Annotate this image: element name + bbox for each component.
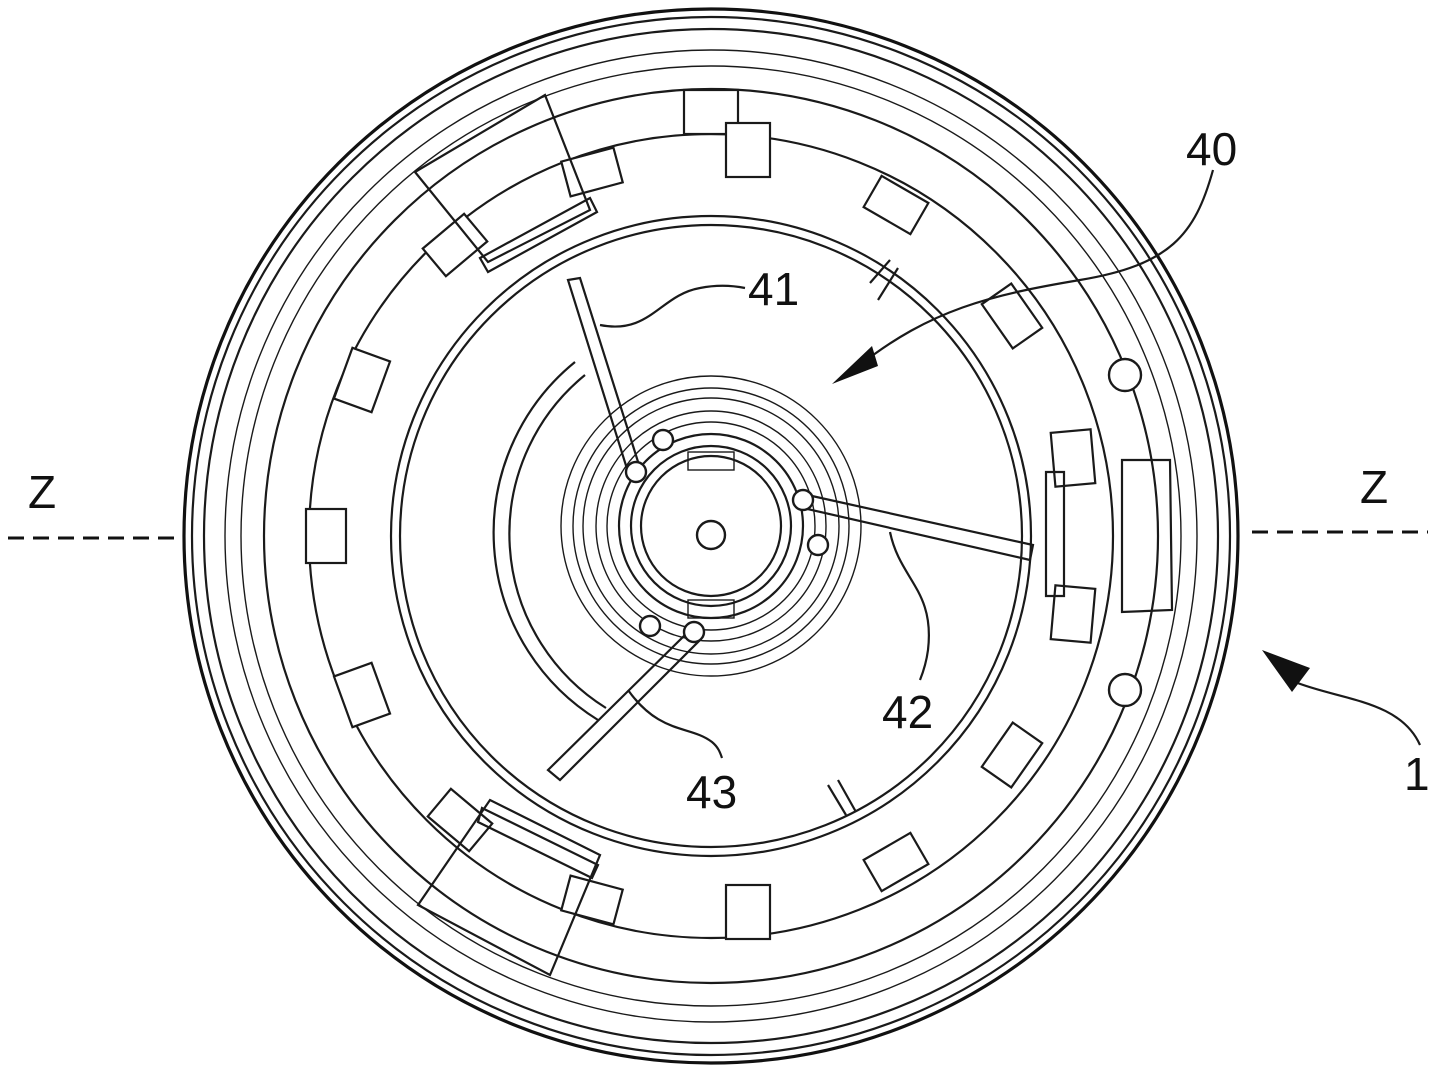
pole-slot [559, 874, 625, 926]
slit-bottom-2 [837, 779, 857, 813]
inner-ring-a [389, 214, 1033, 858]
arm-41-joint-2 [651, 428, 675, 452]
magnet-block-right [1120, 458, 1174, 614]
inner-arc-left [492, 361, 599, 721]
spoke-arms [546, 276, 1035, 782]
bracket-right [1044, 470, 1066, 598]
hub-notch-top [687, 451, 735, 471]
z-label-left: Z [28, 466, 56, 518]
arm-43-joint-2 [638, 614, 662, 638]
reference-numerals: 40 41 42 43 1 [686, 123, 1430, 818]
arm-43-joint [682, 620, 706, 644]
z-axis: Z Z [8, 461, 1428, 540]
magnet-block-top-left [413, 93, 592, 264]
label-41: 41 [748, 263, 799, 315]
inner-plate [389, 214, 1033, 858]
outer-housing [182, 7, 1240, 1065]
pole-slot [559, 146, 625, 198]
hub-ring-8 [639, 454, 783, 598]
pole-slot [862, 831, 930, 893]
magnet-block-bottom-left [416, 798, 602, 977]
slit-top-2 [877, 267, 899, 301]
mounting-hole [1107, 672, 1143, 708]
leader-40 [859, 169, 1215, 366]
label-1: 1 [1404, 748, 1430, 800]
pole-slot [980, 282, 1044, 350]
leader-lines [599, 169, 1422, 759]
leader-42 [888, 531, 930, 681]
hub-ring-5 [606, 421, 816, 631]
arm-41-joint [624, 460, 648, 484]
bracket-bottom [476, 806, 600, 880]
hub-ring-1 [560, 375, 862, 677]
label-42: 42 [882, 686, 933, 738]
hub-ring-2 [572, 387, 850, 665]
magnet-blocks [413, 93, 1174, 977]
pole-slots [304, 88, 1097, 941]
housing-ring-4 [224, 49, 1198, 1023]
pole-slot [724, 121, 772, 179]
arm-41 [566, 276, 642, 474]
pole-slot [1049, 584, 1097, 644]
arm-42-joint [791, 488, 815, 512]
arrowhead-40 [832, 346, 878, 384]
housing-ring-5 [240, 65, 1182, 1007]
leader-41 [599, 284, 746, 328]
pole-slot [980, 721, 1044, 789]
pole-slot [421, 212, 489, 278]
housing-ring-3 [202, 27, 1220, 1045]
label-40: 40 [1186, 123, 1237, 175]
leader-1 [1294, 680, 1422, 746]
center-bore [695, 519, 727, 551]
pole-slot [332, 346, 392, 414]
pole-slot [862, 174, 930, 236]
hub-ring-7 [629, 444, 793, 608]
label-43: 43 [686, 766, 737, 818]
hub-ring-4 [595, 410, 827, 642]
pole-slot [304, 507, 348, 565]
pole-slot [426, 787, 494, 853]
arrowhead-1 [1262, 650, 1310, 692]
inner-ring-b [398, 223, 1024, 849]
z-label-right: Z [1360, 461, 1388, 513]
housing-outer-ring [182, 7, 1240, 1065]
mounting-hole [1107, 357, 1143, 393]
arm-42-joint-2 [806, 533, 830, 557]
bracket-top [478, 196, 599, 274]
pole-slot [332, 661, 392, 729]
slit-bottom [827, 784, 847, 816]
hub-ring-3 [582, 397, 840, 655]
slit-top [869, 259, 891, 284]
pole-slot [1049, 428, 1097, 488]
pole-slot [724, 883, 772, 941]
mounting-holes [1107, 357, 1143, 708]
leader-43 [627, 689, 724, 759]
arm-43 [546, 630, 702, 782]
hub-notch-bottom [687, 599, 735, 619]
inner-arc-left-2 [508, 374, 607, 709]
hub [560, 375, 862, 677]
housing-ring-2 [190, 15, 1232, 1057]
